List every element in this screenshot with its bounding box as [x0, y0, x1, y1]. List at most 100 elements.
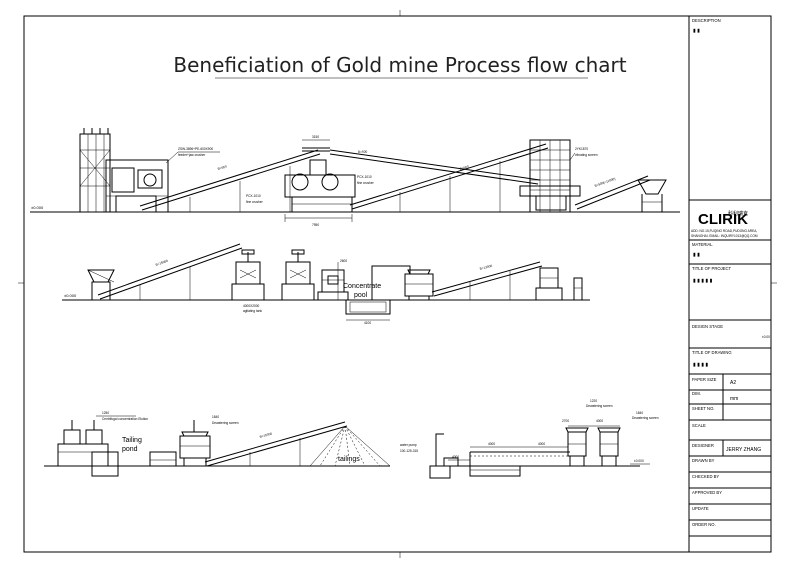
tb-drawing-label: TITLE OF DRAWING: [692, 350, 732, 355]
tb-designer-value: JERRY ZHANG: [726, 447, 761, 453]
pump-model: 100-125-315: [400, 449, 418, 453]
tb-description-value: ▮ ▮: [693, 28, 700, 34]
centrifugal-concentrators: [57, 420, 119, 477]
tb-scale-label: SCALE: [692, 423, 706, 428]
belt-conveyor-1: [139, 149, 321, 212]
drawing-title: Beneficiation of Gold mine Process flow …: [173, 53, 626, 77]
logo-text: CLIRIK: [698, 211, 748, 228]
dim-top: 3150: [312, 135, 319, 139]
row3-screen-name: Dewatering screen: [212, 421, 239, 425]
dim-height: 2600: [340, 259, 347, 263]
right-screen-2-name: Dewatering screen: [632, 416, 659, 420]
tb-order-no-label: ORDER NO.: [692, 522, 716, 527]
tailing-pond-label-2: pond: [122, 446, 138, 453]
tb-project-value: ▮ ▮ ▮ ▮ ▮: [693, 278, 713, 284]
tb-address-1: ADD: NO.15,FUQING ROAD,PUDONG AREA,: [691, 229, 757, 233]
dim-width: 4100: [364, 321, 371, 325]
dim-1: 4000: [452, 455, 459, 459]
pump-name: water pump: [400, 443, 417, 447]
belt-conveyor-3: [349, 143, 549, 212]
tailing-pond-label-1: Tailing: [122, 437, 142, 444]
tb-dim-label: DIM.: [692, 391, 701, 396]
right-screen-2-size: 1840: [636, 411, 643, 415]
row3-dewatering-screen: [179, 420, 211, 467]
tb-material-value: ▮ ▮: [693, 252, 700, 258]
screen-name: vibrating screen: [575, 153, 598, 157]
title-block: DESCRIPTION ▮ ▮ CLIRIK 科利瑞克 ADD: NO.15,F…: [688, 15, 772, 553]
row3-tailing-line: 1250 Centrifugal concentration Elution T…: [44, 399, 659, 479]
row1-level-mark: ±0.000: [31, 205, 44, 210]
row1-crushing-line: ±0.000 ZSW-3896+PE-600X900 f: [30, 128, 680, 227]
dim-4: 2700: [562, 419, 569, 423]
agitating-tank-size: 4000X2000: [243, 304, 260, 308]
row1-belt-4-label: B=500(=11000): [594, 177, 616, 188]
tb-address-2: SHANGHAI. EMAIL: INQUIRY1013@QQ.COM: [691, 234, 758, 238]
centrifugal-name: Centrifugal concentration Elution: [102, 417, 148, 421]
tb-dim-value: mm: [730, 396, 738, 402]
fine-crusher-1-model: PCX-1010: [246, 194, 261, 198]
logo-cn: 科利瑞克: [728, 210, 748, 217]
right-dewatering-screen-2: [597, 427, 621, 467]
centrifugal-size: 1250: [102, 411, 109, 415]
right-screen-1-size: 1220: [590, 399, 597, 403]
row2-end-machine: [535, 267, 583, 301]
row2-belt-conveyor-2: [431, 261, 543, 300]
row2-grinding-line: ±0.000 B=15000: [62, 243, 590, 325]
dim-2: 4000: [488, 442, 495, 446]
tailings-pile: [309, 425, 391, 467]
agitating-tank-1: [231, 249, 265, 301]
row3-screen-size: 1840: [212, 415, 219, 419]
outer-frame: [23, 15, 772, 553]
screen-model: 2YK1870: [575, 147, 588, 151]
row1-belt-1-label: B=650: [217, 164, 227, 171]
fine-crusher-group: [284, 159, 356, 213]
row1-belt-2-label: B=500: [358, 150, 368, 154]
agitating-tank-name: agitating tank: [243, 309, 262, 313]
agitating-tank-2: [281, 249, 315, 301]
tb-drawn-by-label: DRAWN BY: [692, 458, 715, 463]
right-screen-1-name: Dewatering screen: [586, 404, 613, 408]
clirik-logo: CLIRIK 科利瑞克: [698, 210, 748, 228]
storage-bin: [637, 179, 667, 212]
row3-belt-conveyor: [204, 421, 348, 467]
pump-tank: [317, 269, 349, 301]
dim-bottom: 7950: [312, 223, 319, 227]
tb-paper-size-label: PAPER SIZE: [692, 377, 717, 382]
row1-belt-3-label: B=500: [459, 164, 469, 171]
jaw-crusher-house: [105, 159, 169, 213]
belt-conveyor-4: [574, 175, 651, 210]
jaw-crusher-name: feeder+jaw crusher: [178, 153, 206, 157]
tb-description-label: DESCRIPTION: [692, 18, 721, 23]
fine-crusher-1-name: fine crusher: [246, 200, 264, 204]
belt-conveyor-2: [329, 149, 541, 185]
right-dewatering-screen-1: [565, 427, 589, 467]
row2-level-mark: ±0.000: [64, 293, 77, 298]
tb-designer-label: DESIGNER: [692, 443, 714, 448]
tb-sheet-no-label: SHEET NO.: [692, 406, 715, 411]
row2-thickener: [404, 269, 434, 301]
fine-crusher-2-model: PCX-1010: [357, 175, 372, 179]
tailing-pond: [149, 451, 177, 467]
vibrating-screen-tower: [519, 139, 581, 213]
tb-project-label: TITLE OF PROJECT: [692, 266, 732, 271]
tb-side-level: ±0.00: [762, 335, 770, 339]
jaw-crusher-model: ZSW-3896+PE-600X900: [178, 147, 213, 151]
row2-belt-conveyor-1: [97, 243, 243, 300]
tailings-label: tailings: [338, 456, 360, 463]
tb-design-stage-label: DESIGN STAGE: [692, 324, 723, 329]
feed-silo: [79, 128, 111, 213]
dim-5: 4000: [596, 419, 603, 423]
tb-material-label: MATERIAL: [692, 242, 713, 247]
tb-paper-size-value: A2: [730, 380, 736, 386]
dim-3: 4000: [538, 442, 545, 446]
tb-drawing-value: ▮ ▮ ▮ ▮: [693, 362, 708, 368]
tb-update-label: UPDATE: [692, 506, 709, 511]
row2-belt-1-label: B=15000: [155, 259, 169, 267]
tb-approved-by-label: APPROVED BY: [692, 490, 722, 495]
concentrate-pool: [345, 299, 391, 315]
row2-belt-2-label: B=13000: [479, 264, 493, 271]
row3-level-mark: ±0.000: [634, 459, 644, 463]
tb-checked-by-label: CHECKED BY: [692, 474, 719, 479]
